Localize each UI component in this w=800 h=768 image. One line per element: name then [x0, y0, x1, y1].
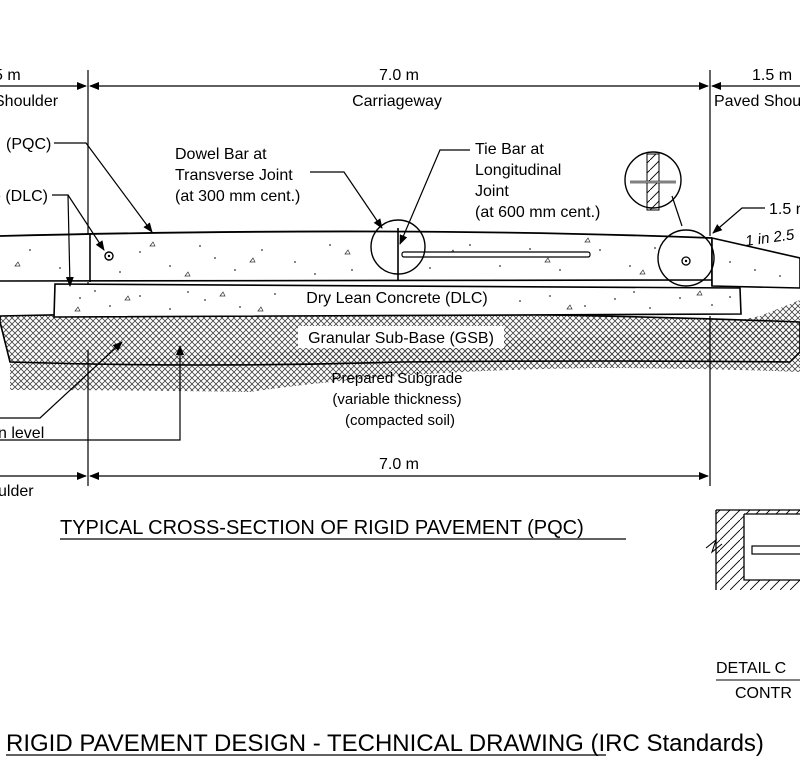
- main-title-suffix: (IRC Standards): [584, 730, 764, 757]
- tie-callout-line2: Longitudinal: [475, 162, 561, 179]
- dowel-callout-line1: Dowel Bar at: [175, 146, 267, 163]
- ground-level-callout: n level: [0, 425, 44, 442]
- section-title: TYPICAL CROSS-SECTION OF RIGID PAVEMENT …: [60, 517, 584, 539]
- joint-detail-icon: [630, 153, 683, 227]
- bottom-width: 7.0 m: [379, 456, 419, 473]
- main-title-prefix: RIGID PAVEMENT DESIGN - TECHNICAL DRAWIN…: [6, 730, 584, 757]
- gsb-label: Granular Sub-Base (GSB): [308, 330, 494, 347]
- bottom-dimension: [0, 316, 711, 486]
- right-shoulder-width: 1.5 m: [752, 67, 792, 84]
- subgrade-label-line3: (compacted soil): [345, 412, 455, 429]
- slope-ratio-label: 1 in 2.5: [744, 226, 796, 250]
- detail-title-line2: CONTR: [735, 685, 792, 702]
- dlc-label: Dry Lean Concrete (DLC): [306, 290, 487, 307]
- main-title: RIGID PAVEMENT DESIGN - TECHNICAL DRAWIN…: [6, 730, 764, 757]
- detail-title-line1: DETAIL C: [716, 660, 786, 677]
- tie-callout-line1: Tie Bar at: [475, 141, 544, 158]
- bottom-left-label: ulder: [0, 483, 34, 500]
- dowel-callout-line2: Transverse Joint: [175, 167, 293, 184]
- subgrade-boundary: [9, 360, 791, 366]
- callout-leaders: [0, 142, 765, 441]
- left-shoulder-label: Shoulder: [0, 93, 59, 110]
- pqc-slab: [0, 228, 713, 286]
- carriageway-label: Carriageway: [352, 93, 442, 110]
- dowel-detail-marker: [681, 256, 691, 266]
- slope-thickness-callout: 1.5 r: [769, 201, 800, 218]
- tie-callout-line3: Joint: [475, 183, 509, 200]
- dlc-callout: e (DLC): [0, 188, 48, 205]
- pqc-callout: (PQC): [6, 136, 51, 153]
- left-shoulder-width: 5 m: [0, 67, 21, 84]
- detail-c-sketch: [705, 509, 800, 590]
- gsb-label-bg: [298, 326, 504, 348]
- dlc-layer: [53, 283, 742, 318]
- carriageway-width: 7.0 m: [379, 67, 419, 84]
- subgrade-label-line1: Prepared Subgrade: [332, 370, 463, 387]
- right-shoulder-label: Paved Shou: [714, 93, 800, 110]
- subgrade-label-line2: (variable thickness): [332, 391, 461, 408]
- dowel-callout-line3: (at 300 mm cent.): [175, 188, 300, 205]
- tie-callout-line4: (at 600 mm cent.): [475, 204, 600, 221]
